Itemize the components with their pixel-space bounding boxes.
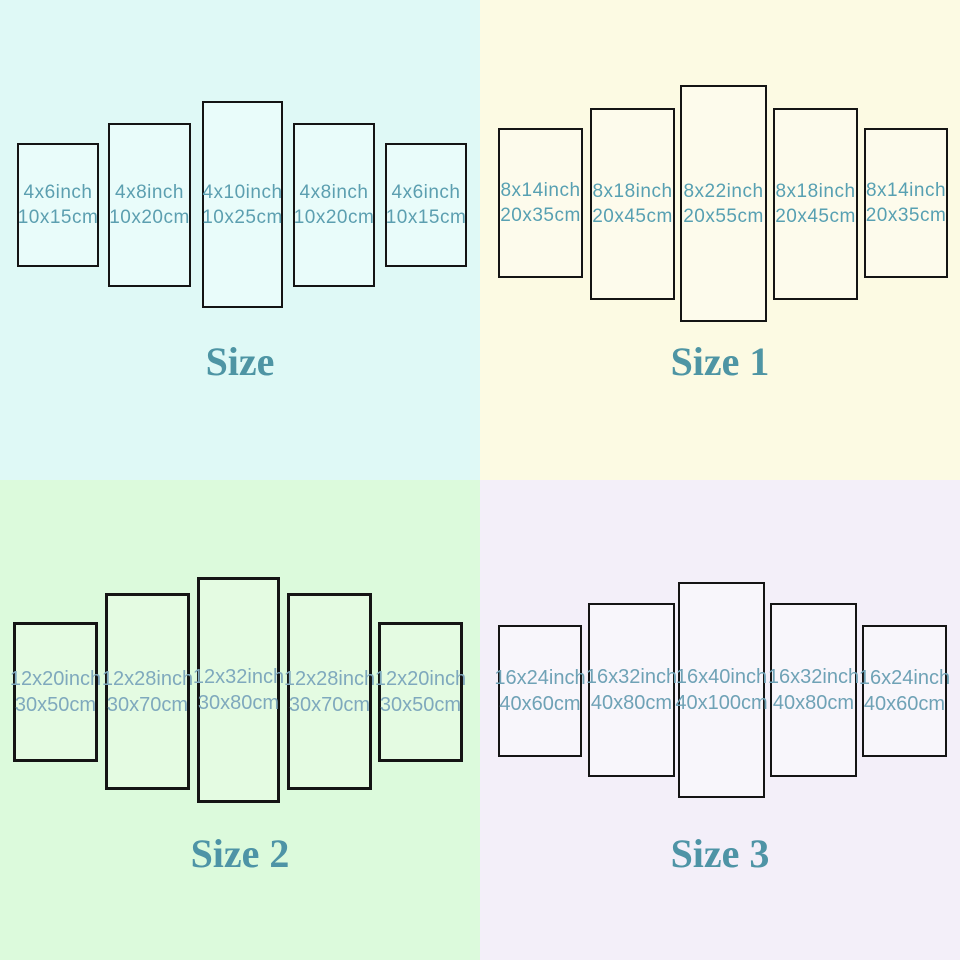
panel-size-cm: 10x20cm bbox=[293, 207, 375, 228]
panel-size-label: 12x32inch 30x80cm bbox=[193, 664, 284, 716]
canvas-panel: 16x32inch 40x80cm bbox=[586, 603, 677, 777]
panel-size-inch: 4x10inch bbox=[202, 181, 283, 203]
panel-size-label: 4x8inch 10x20cm bbox=[109, 180, 190, 230]
panel-size-cm: 20x55cm bbox=[683, 205, 764, 227]
quadrant-title: Size 1 bbox=[670, 339, 770, 384]
panel-size-cm: 20x35cm bbox=[500, 205, 581, 226]
panel-size-cm: 30x70cm bbox=[106, 693, 189, 716]
canvas-panel: 16x24inch 40x60cm bbox=[859, 625, 950, 757]
panel-size-inch: 8x18inch bbox=[775, 181, 856, 202]
panel-size-label: 16x32inch 40x80cm bbox=[586, 664, 677, 716]
panel-size-cm: 40x60cm bbox=[863, 693, 946, 715]
panel-size-label: 4x8inch 10x20cm bbox=[294, 180, 375, 230]
panel-size-label: 12x28inch 30x70cm bbox=[284, 666, 375, 718]
canvas-panel: 12x20inch 30x50cm bbox=[375, 622, 466, 762]
panel-size-label: 16x24inch 40x60cm bbox=[494, 665, 585, 717]
panel-size-inch: 16x40inch bbox=[675, 666, 768, 688]
canvas-panel: 4x10inch 10x25cm bbox=[202, 101, 283, 308]
panel-size-label: 16x32inch 40x80cm bbox=[768, 664, 859, 716]
panel-size-inch: 16x32inch bbox=[585, 666, 678, 688]
panel-size-inch: 8x18inch bbox=[592, 181, 673, 202]
panel-size-label: 12x20inch 30x50cm bbox=[375, 666, 466, 718]
panel-size-cm: 40x80cm bbox=[590, 692, 673, 714]
quadrant-title: Size 3 bbox=[670, 831, 770, 876]
panel-size-cm: 10x15cm bbox=[385, 207, 467, 228]
panel-size-inch: 16x24inch bbox=[858, 667, 951, 689]
quadrant-size-3: 16x24inch 40x60cm 16x32inch 40x80cm 16x4… bbox=[480, 480, 960, 960]
panel-size-label: 8x14inch 20x35cm bbox=[866, 178, 947, 228]
panel-size-label: 4x10inch 10x25cm bbox=[202, 180, 283, 230]
canvas-panel: 16x24inch 40x60cm bbox=[494, 625, 586, 757]
panel-size-label: 12x20inch 30x50cm bbox=[10, 666, 101, 718]
panel-size-cm: 40x100cm bbox=[675, 692, 768, 714]
canvas-panel: 8x18inch 20x45cm bbox=[590, 108, 675, 300]
canvas-panel: 12x20inch 30x50cm bbox=[10, 622, 101, 762]
panel-size-inch: 4x8inch bbox=[115, 182, 184, 203]
panel-size-label: 4x6inch 10x15cm bbox=[18, 180, 99, 230]
quadrant-size: 4x6inch 10x15cm 4x8inch 10x20cm 4x10inch… bbox=[0, 0, 480, 480]
panel-size-label: 4x6inch 10x15cm bbox=[386, 180, 467, 230]
canvas-panel: 12x32inch 30x80cm bbox=[193, 577, 284, 803]
panel-size-label: 8x22inch 20x55cm bbox=[683, 179, 764, 229]
canvas-panel: 4x6inch 10x15cm bbox=[385, 143, 467, 267]
canvas-panel: 12x28inch 30x70cm bbox=[102, 593, 193, 790]
panel-size-inch: 16x32inch bbox=[767, 666, 860, 688]
panel-size-label: 16x24inch 40x60cm bbox=[859, 665, 950, 717]
canvas-panel: 8x18inch 20x45cm bbox=[773, 108, 858, 300]
panel-size-inch: 12x28inch bbox=[101, 667, 194, 690]
canvas-panel: 8x14inch 20x35cm bbox=[864, 128, 948, 278]
panel-size-inch: 8x14inch bbox=[865, 180, 947, 201]
panel-size-cm: 30x80cm bbox=[197, 692, 280, 714]
canvas-panel: 8x22inch 20x55cm bbox=[680, 85, 767, 322]
canvas-panel: 12x28inch 30x70cm bbox=[284, 593, 375, 790]
panel-size-inch: 8x14inch bbox=[500, 180, 581, 201]
canvas-panel: 8x14inch 20x35cm bbox=[498, 128, 583, 278]
panel-size-inch: 4x6inch bbox=[391, 182, 461, 203]
canvas-panel: 4x6inch 10x15cm bbox=[17, 143, 99, 267]
panel-size-cm: 30x50cm bbox=[379, 694, 462, 716]
canvas-panel: 16x32inch 40x80cm bbox=[768, 603, 859, 777]
panel-size-cm: 40x60cm bbox=[499, 693, 581, 715]
panel-size-label: 8x18inch 20x45cm bbox=[775, 179, 856, 229]
panel-size-inch: 12x20inch bbox=[9, 668, 102, 690]
panel-size-label: 12x28inch 30x70cm bbox=[102, 666, 193, 718]
panel-size-cm: 40x80cm bbox=[772, 692, 855, 714]
panel-size-inch: 4x8inch bbox=[299, 182, 369, 203]
panel-size-inch: 4x6inch bbox=[23, 182, 93, 203]
panel-size-inch: 16x24inch bbox=[494, 667, 586, 689]
quadrant-title: Size 2 bbox=[190, 831, 290, 876]
panel-size-cm: 30x50cm bbox=[14, 694, 97, 716]
canvas-panel: 4x8inch 10x20cm bbox=[293, 123, 375, 287]
panel-size-cm: 20x45cm bbox=[775, 206, 856, 227]
panel-size-inch: 12x20inch bbox=[374, 668, 467, 690]
panel-size-cm: 20x45cm bbox=[592, 206, 673, 227]
panel-size-cm: 20x35cm bbox=[865, 205, 947, 226]
panel-size-inch: 8x22inch bbox=[683, 180, 764, 202]
quadrant-title: Size bbox=[205, 339, 275, 384]
quadrant-size-2: 12x20inch 30x50cm 12x28inch 30x70cm 12x3… bbox=[0, 480, 480, 960]
panel-size-label: 8x18inch 20x45cm bbox=[592, 179, 673, 229]
panel-size-cm: 10x15cm bbox=[17, 207, 99, 228]
panel-size-inch: 12x28inch bbox=[283, 667, 376, 690]
panel-size-label: 16x40inch 40x100cm bbox=[675, 664, 767, 716]
canvas-panel: 16x40inch 40x100cm bbox=[675, 582, 768, 798]
panel-size-cm: 10x25cm bbox=[202, 206, 283, 228]
canvas-panel: 4x8inch 10x20cm bbox=[108, 123, 191, 287]
panel-size-inch: 12x32inch bbox=[192, 666, 285, 688]
panel-size-cm: 10x20cm bbox=[109, 207, 190, 228]
panel-size-label: 8x14inch 20x35cm bbox=[500, 178, 581, 228]
quadrant-size-1: 8x14inch 20x35cm 8x18inch 20x45cm 8x22in… bbox=[480, 0, 960, 480]
panel-size-cm: 30x70cm bbox=[288, 693, 371, 716]
